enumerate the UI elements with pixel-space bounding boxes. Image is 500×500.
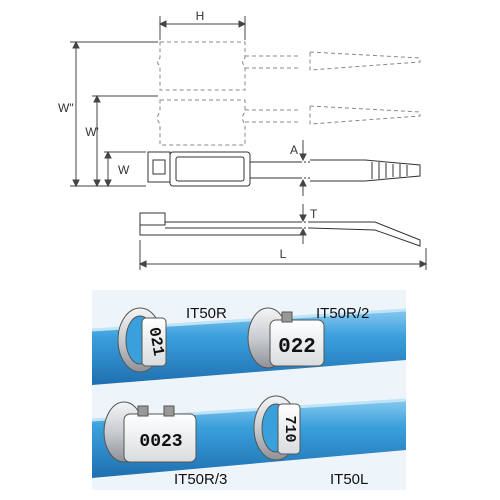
product-photo-panel: 021 022 0023 710 — [91, 290, 407, 490]
label-W2: W" — [58, 101, 74, 115]
marker-text-0023: 0023 — [139, 432, 182, 452]
dim-W1 — [92, 94, 158, 188]
label-it50l: IT50L — [330, 471, 368, 488]
marker-it50l: 710 — [253, 395, 301, 461]
dashed-outline-upper — [157, 41, 421, 146]
label-W: W — [118, 163, 130, 177]
top-view-drawing — [70, 16, 428, 270]
dim-T — [299, 204, 307, 244]
marker-text-710: 710 — [281, 415, 298, 442]
label-A: A — [290, 143, 298, 157]
marker-it50r3: 0023 — [103, 401, 197, 463]
marker-it50r: 021 — [117, 307, 168, 373]
tie-side-view — [139, 212, 421, 247]
tie-plan-view — [147, 151, 421, 187]
label-it50r3: IT50R/3 — [174, 471, 227, 488]
dim-A — [299, 140, 307, 196]
marker-text-022: 022 — [278, 336, 316, 359]
marker-text-021: 021 — [145, 326, 168, 358]
label-H: H — [196, 9, 205, 23]
dim-L — [138, 240, 428, 270]
dim-H — [158, 16, 247, 40]
marker-it50r2: 022 — [247, 307, 325, 369]
label-it50r2: IT50R/2 — [316, 305, 369, 322]
dim-W — [104, 150, 146, 188]
label-it50r: IT50R — [186, 305, 227, 322]
label-W1: W' — [85, 125, 99, 139]
dim-W2 — [70, 40, 158, 188]
label-L: L — [280, 247, 287, 261]
label-T: T — [310, 207, 318, 221]
